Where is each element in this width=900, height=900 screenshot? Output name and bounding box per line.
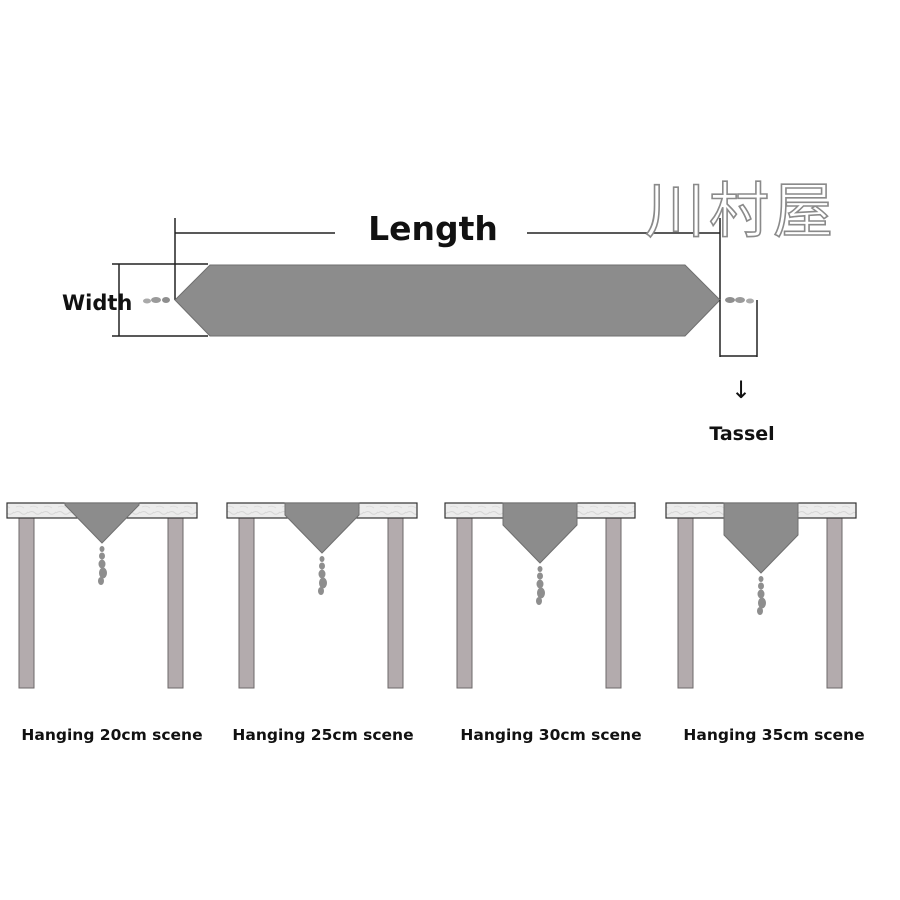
width-label: Width bbox=[62, 291, 132, 315]
hanging-tassel-icon bbox=[536, 566, 545, 605]
runner-dimension-drawing: Length Width ↓ Tassel 川村屋 bbox=[62, 176, 837, 445]
tassel-bead bbox=[99, 567, 107, 579]
hanging-runner bbox=[502, 502, 578, 564]
hanging-tassel-icon bbox=[98, 546, 107, 585]
tassel-bead bbox=[319, 562, 325, 570]
tassel-bead bbox=[318, 587, 324, 595]
hanging-scenes: Hanging 20cm scene Hanging 25cm scene Hang… bbox=[6, 502, 865, 744]
hanging-runner bbox=[284, 502, 360, 554]
table-leg-right bbox=[167, 517, 184, 689]
table-leg-right bbox=[826, 517, 843, 689]
watermark-logo: 川村屋 bbox=[645, 177, 837, 247]
table-leg-left bbox=[677, 517, 694, 689]
hanging-runner bbox=[64, 502, 140, 544]
tassel-bead bbox=[98, 559, 106, 569]
tassel-right-icon bbox=[725, 297, 754, 304]
hanging-tassel-icon bbox=[757, 576, 766, 615]
tassel-bead bbox=[319, 577, 327, 589]
tassel-bead bbox=[536, 579, 544, 589]
hanging-tassel-icon bbox=[318, 556, 327, 595]
tassel-bead bbox=[758, 576, 764, 582]
scene-20cm: Hanging 20cm scene bbox=[6, 502, 203, 744]
tassel-bead bbox=[757, 589, 765, 599]
tassel-bead bbox=[758, 582, 764, 590]
scene-25cm: Hanging 25cm scene bbox=[226, 502, 418, 744]
table-leg-right bbox=[387, 517, 404, 689]
table-leg-left bbox=[238, 517, 255, 689]
tassel-bead bbox=[537, 572, 543, 580]
tassel-bead bbox=[536, 597, 542, 605]
scene-35cm: Hanging 35cm scene bbox=[665, 502, 865, 744]
tassel-left-icon bbox=[143, 297, 170, 304]
tassel-arrow-icon: ↓ bbox=[731, 376, 751, 404]
tassel-bead bbox=[98, 577, 104, 585]
scene-label: Hanging 25cm scene bbox=[232, 726, 413, 744]
hanging-runner bbox=[723, 502, 799, 574]
tassel-bead bbox=[757, 607, 763, 615]
tassel-bead bbox=[758, 597, 766, 609]
scene-30cm: Hanging 30cm scene bbox=[444, 502, 642, 744]
tassel-bead bbox=[318, 569, 326, 579]
scene-label: Hanging 35cm scene bbox=[683, 726, 864, 744]
table-leg-left bbox=[456, 517, 473, 689]
tassel-bead bbox=[319, 556, 325, 562]
scene-label: Hanging 30cm scene bbox=[460, 726, 641, 744]
tassel-label: Tassel bbox=[709, 423, 774, 445]
tassel-bead bbox=[99, 552, 105, 560]
scene-label: Hanging 20cm scene bbox=[21, 726, 202, 744]
table-leg-left bbox=[18, 517, 35, 689]
length-label: Length bbox=[368, 209, 498, 248]
tassel-bead bbox=[537, 566, 543, 572]
table-runner-shape bbox=[174, 264, 721, 337]
table-leg-right bbox=[605, 517, 622, 689]
tassel-bead bbox=[99, 546, 105, 552]
tassel-bead bbox=[537, 587, 545, 599]
